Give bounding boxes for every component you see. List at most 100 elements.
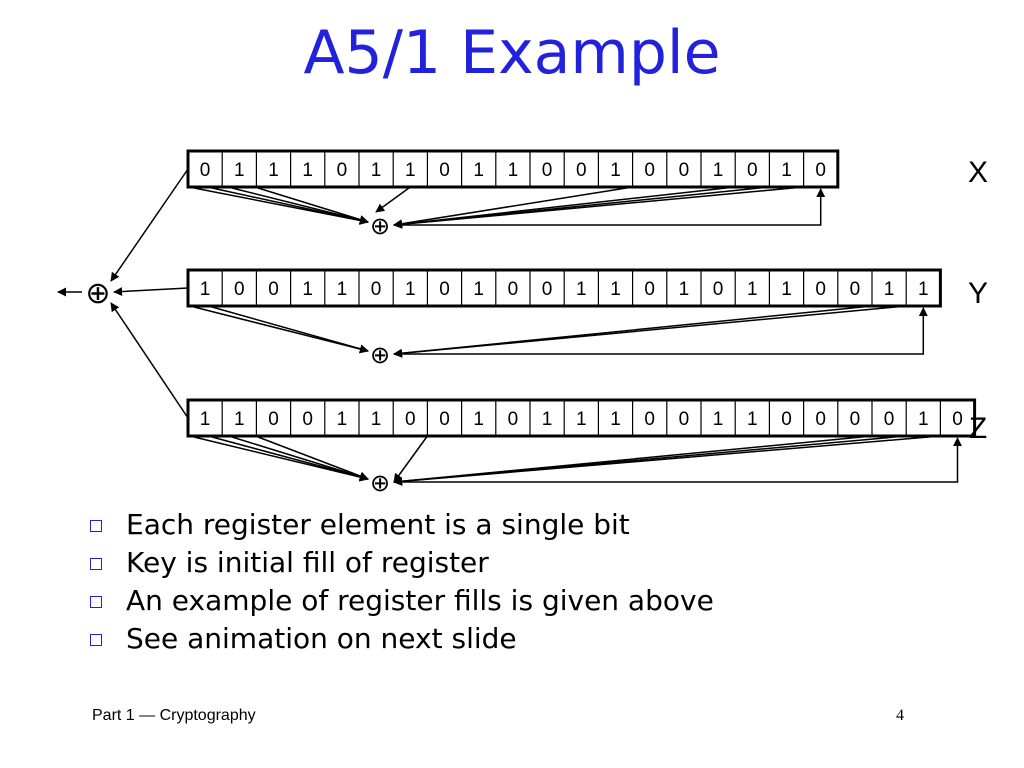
bit-cell: 1 <box>542 409 553 430</box>
bullet-item: An example of register fills is given ab… <box>88 582 714 620</box>
bit-cell: 0 <box>508 409 519 430</box>
a51-register-diagram: 0 1 1 1 0 1 1 0 1 1 0 0 1 0 0 1 0 1 0 1 0 0 1 1 0 1 0 1 0 0 1 1 0 1 0 1 1 0 0 1… <box>57 149 988 497</box>
bit-cell: 0 <box>508 279 519 300</box>
bit-cell: 0 <box>302 409 313 430</box>
output-line <box>110 168 189 282</box>
bit-cell: 1 <box>713 160 724 181</box>
bit-cell: 1 <box>234 160 245 181</box>
bit-cell: 0 <box>884 409 895 430</box>
xor-icon: ⊕ <box>370 341 390 369</box>
bit-cell: 1 <box>747 409 758 430</box>
bit-cell: 1 <box>268 160 279 181</box>
page-number: 4 <box>896 707 904 724</box>
bullet-item: Key is initial fill of register <box>88 544 714 582</box>
bit-cell: 1 <box>371 160 382 181</box>
bit-cell: 0 <box>542 279 553 300</box>
bit-cell: 1 <box>200 279 211 300</box>
bit-cell: 0 <box>576 160 587 181</box>
tap-line <box>257 436 369 481</box>
bit-cell: 1 <box>918 409 929 430</box>
bit-cell: 1 <box>473 409 484 430</box>
xor-icon: ⊕ <box>370 212 390 240</box>
tap-line <box>375 186 411 213</box>
register-frame <box>186 149 840 189</box>
bit-cell: 0 <box>850 279 861 300</box>
output-line <box>110 302 189 419</box>
tap-line <box>211 187 369 225</box>
bullet-list: Each register element is a single bit Ke… <box>88 506 714 658</box>
output-xor-icon: ⊕ <box>85 276 110 311</box>
bit-cell: 0 <box>644 279 655 300</box>
tap-line <box>193 436 369 482</box>
bit-cell: 1 <box>473 279 484 300</box>
bit-cell: 1 <box>200 409 211 430</box>
bit-cell: 0 <box>200 160 211 181</box>
bit-cell: 1 <box>918 279 929 300</box>
bit-cell: 0 <box>815 279 826 300</box>
bit-cell: 0 <box>815 409 826 430</box>
bit-cell: 0 <box>679 409 690 430</box>
square-bullet-icon <box>90 634 102 646</box>
bit-cell: 0 <box>644 160 655 181</box>
footer-section: Part 1 ⎯⎯ Cryptography <box>92 707 256 724</box>
bit-cell: 0 <box>747 160 758 181</box>
bit-cell: 1 <box>747 279 758 300</box>
square-bullet-icon <box>90 520 102 532</box>
bit-cell: 1 <box>337 409 348 430</box>
xor-icon: ⊕ <box>370 469 390 497</box>
bit-cell: 1 <box>337 279 348 300</box>
bit-cell: 0 <box>850 409 861 430</box>
bit-cell: 0 <box>644 409 655 430</box>
register-frame <box>186 398 977 438</box>
feedback-line <box>394 307 928 355</box>
bit-cell: 0 <box>439 409 450 430</box>
bit-cell: 1 <box>781 279 792 300</box>
bit-cell: 0 <box>679 160 690 181</box>
tap-line <box>211 436 369 482</box>
bit-cell: 1 <box>576 409 587 430</box>
bit-cell: 1 <box>405 279 416 300</box>
tap-line <box>193 306 369 354</box>
bit-cell: 0 <box>713 279 724 300</box>
bit-cell: 0 <box>405 409 416 430</box>
bullet-item: Each register element is a single bit <box>88 506 714 544</box>
bit-cell: 1 <box>781 160 792 181</box>
bit-cell: 1 <box>302 160 313 181</box>
tap-line <box>231 436 369 481</box>
tap-line <box>231 187 369 225</box>
bit-cell: 0 <box>542 160 553 181</box>
bit-cell: 1 <box>610 279 621 300</box>
bit-cell: 0 <box>815 160 826 181</box>
bit-cell: 1 <box>576 279 587 300</box>
bit-cell: 1 <box>610 160 621 181</box>
tap-line <box>393 186 633 229</box>
bit-cell: 1 <box>234 409 245 430</box>
bit-cell: 0 <box>268 409 279 430</box>
output-line <box>113 287 189 297</box>
bit-cell: 1 <box>371 409 382 430</box>
feedback-line <box>394 437 962 483</box>
bullet-item: See animation on next slide <box>88 620 714 658</box>
bit-cell: 1 <box>508 160 519 181</box>
register-label: X <box>968 156 988 189</box>
square-bullet-icon <box>90 558 102 570</box>
bit-cell: 1 <box>713 409 724 430</box>
square-bullet-icon <box>90 596 102 608</box>
register-label: Z <box>969 412 987 445</box>
tap-line <box>393 435 429 483</box>
slide-title: A5/1 Example <box>303 18 721 88</box>
bit-cell: 1 <box>679 279 690 300</box>
tap-line <box>257 187 369 224</box>
tap-line <box>393 186 804 229</box>
bit-cell: 0 <box>439 279 450 300</box>
tap-line <box>211 306 369 354</box>
bit-cell: 1 <box>884 279 895 300</box>
bit-cell: 0 <box>439 160 450 181</box>
tap-line <box>393 305 907 358</box>
feedback-line <box>394 188 826 226</box>
bit-cell: 1 <box>302 279 313 300</box>
bit-cell: 0 <box>268 279 279 300</box>
